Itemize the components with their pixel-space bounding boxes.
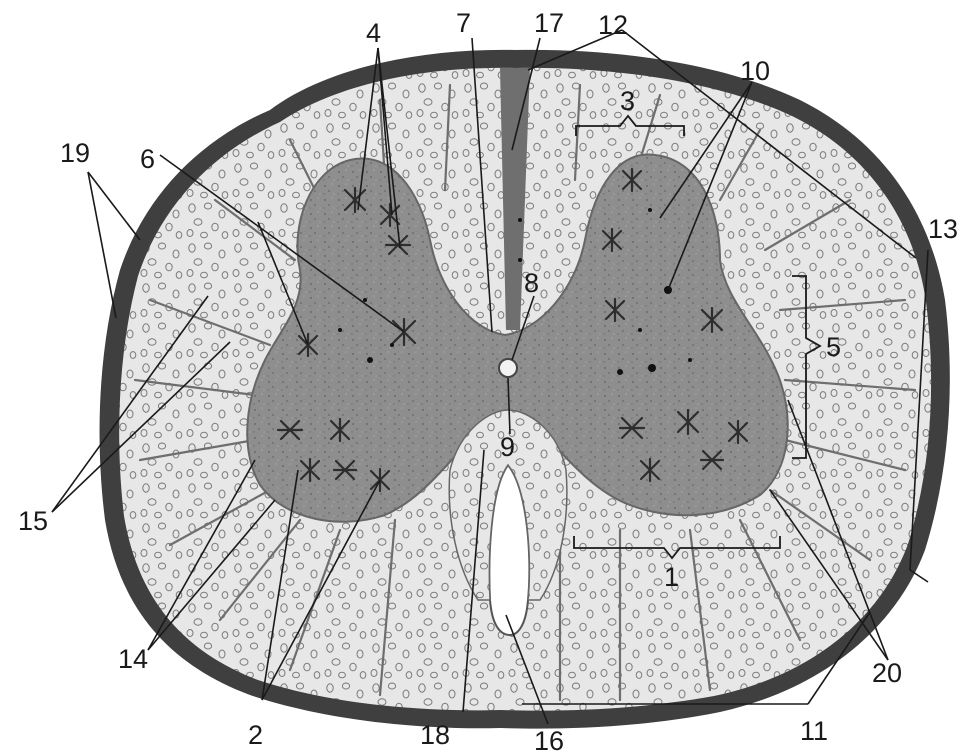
label-18: 18: [420, 720, 450, 750]
label-10: 10: [740, 56, 770, 86]
label-6: 6: [140, 144, 155, 174]
label-3: 3: [620, 86, 635, 116]
label-2: 2: [248, 720, 263, 750]
label-19: 19: [60, 138, 90, 168]
label-20: 20: [872, 658, 902, 688]
central-canal: [499, 359, 517, 377]
label-12: 12: [598, 10, 628, 40]
label-5: 5: [826, 332, 841, 362]
label-9: 9: [500, 432, 515, 462]
label-8: 8: [524, 268, 539, 298]
label-15: 15: [18, 506, 48, 536]
label-13: 13: [928, 214, 958, 244]
label-16: 16: [534, 726, 564, 754]
label-17: 17: [534, 8, 564, 38]
label-1: 1: [664, 562, 679, 592]
leader-19a: [88, 172, 140, 240]
leader-19b: [88, 172, 116, 318]
label-7: 7: [456, 8, 471, 38]
label-11: 11: [800, 716, 828, 746]
label-14: 14: [118, 644, 148, 674]
label-4: 4: [366, 18, 381, 48]
